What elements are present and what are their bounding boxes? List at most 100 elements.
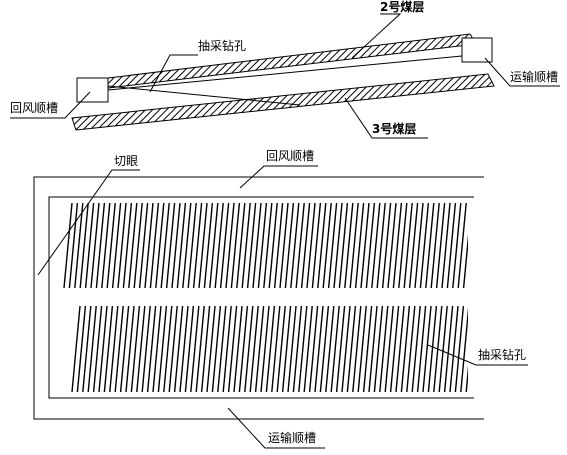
borehole-line	[155, 203, 165, 288]
borehole-line	[381, 203, 392, 288]
leader-seam2	[351, 13, 402, 59]
borehole-line	[160, 203, 170, 288]
borehole-line	[406, 306, 416, 392]
borehole-line	[446, 203, 457, 288]
borehole-line	[422, 306, 432, 392]
borehole-line	[165, 203, 176, 288]
borehole-line	[149, 203, 160, 288]
borehole-line	[271, 306, 281, 392]
borehole-line	[125, 306, 135, 392]
borehole-line	[279, 203, 289, 288]
borehole-line	[103, 306, 114, 392]
borehole-line	[284, 203, 295, 288]
borehole-line	[195, 306, 205, 392]
borehole-line	[227, 306, 238, 392]
borehole-line	[265, 306, 276, 392]
borehole-line	[163, 306, 173, 392]
borehole-line	[79, 203, 89, 288]
borehole-line	[122, 203, 133, 288]
label-seam2: 2号煤层	[380, 0, 424, 14]
borehole-line	[236, 203, 246, 288]
borehole-line	[308, 306, 319, 392]
borehole-line	[425, 203, 435, 288]
borehole-line	[335, 306, 346, 392]
borehole-line-2	[107, 85, 301, 106]
borehole-line	[392, 203, 403, 288]
borehole-line	[136, 306, 146, 392]
borehole-field-lower	[71, 306, 468, 392]
borehole-line	[241, 203, 251, 288]
borehole-line	[462, 233, 468, 288]
borehole-line	[101, 203, 111, 288]
label-return-top: 回风顺槽	[10, 101, 58, 115]
coal-seam-3	[71, 73, 495, 131]
borehole-line	[246, 203, 257, 288]
borehole-line	[111, 203, 122, 288]
label-transport-top: 运输顺槽	[510, 69, 558, 84]
borehole-line	[173, 306, 184, 392]
borehole-line	[360, 203, 370, 288]
borehole-line	[203, 203, 214, 288]
borehole-line	[257, 203, 268, 288]
borehole-line	[295, 203, 305, 288]
borehole-line	[314, 306, 324, 392]
borehole-line	[254, 306, 265, 392]
borehole-line	[200, 306, 211, 392]
borehole-line	[244, 306, 254, 392]
borehole-line	[452, 203, 462, 288]
borehole-line	[416, 306, 427, 392]
borehole-line	[362, 306, 373, 392]
borehole-line	[480, 203, 488, 288]
label-transport-bottom: 运输顺槽	[268, 430, 316, 445]
borehole-line	[300, 203, 311, 288]
borehole-line	[491, 203, 499, 288]
borehole-line	[249, 306, 259, 392]
leader-return-bottom	[239, 165, 318, 189]
borehole-line	[76, 306, 87, 392]
borehole-line	[217, 306, 227, 392]
leader-seam3	[344, 97, 428, 139]
borehole-line	[438, 306, 448, 392]
borehole-line	[400, 306, 411, 392]
leader-transport-bottom	[227, 407, 325, 449]
borehole-line	[90, 203, 100, 288]
borehole-line	[387, 203, 397, 288]
borehole-line	[411, 306, 421, 392]
borehole-line	[198, 203, 208, 288]
borehole-line	[176, 203, 187, 288]
label-borehole-top: 抽采钻孔	[198, 38, 246, 53]
borehole-line	[474, 203, 482, 288]
borehole-line	[430, 203, 440, 288]
borehole-line	[435, 203, 446, 288]
borehole-line	[322, 203, 332, 288]
borehole-line	[298, 306, 308, 392]
borehole-line	[87, 306, 97, 392]
cross-section: 2号煤层 抽采钻孔 回风顺槽 运输顺槽 3号煤层	[10, 0, 560, 139]
borehole-line	[469, 203, 477, 288]
borehole-line	[252, 203, 262, 288]
borehole-line	[346, 306, 357, 392]
borehole-line	[349, 203, 359, 288]
borehole-line	[92, 306, 103, 392]
borehole-line	[222, 306, 232, 392]
borehole-line	[379, 306, 389, 392]
borehole-line	[71, 306, 81, 392]
borehole-line	[389, 306, 400, 392]
transport-roadway	[461, 37, 493, 63]
label-borehole-bottom: 抽采钻孔	[478, 347, 526, 362]
working-face-outline	[48, 196, 474, 399]
borehole-field-upper	[63, 203, 499, 288]
borehole-line	[373, 306, 384, 392]
borehole-line	[325, 306, 335, 392]
borehole-line	[184, 306, 195, 392]
borehole-line	[141, 306, 151, 392]
coal-seam-2	[107, 33, 477, 89]
borehole-line	[109, 306, 119, 392]
borehole-line	[290, 203, 300, 288]
borehole-line	[306, 203, 316, 288]
borehole-line	[287, 306, 297, 392]
borehole-line	[233, 306, 243, 392]
label-cut-eye: 切眼	[114, 154, 138, 168]
borehole-line	[273, 203, 284, 288]
borehole-line	[114, 306, 124, 392]
